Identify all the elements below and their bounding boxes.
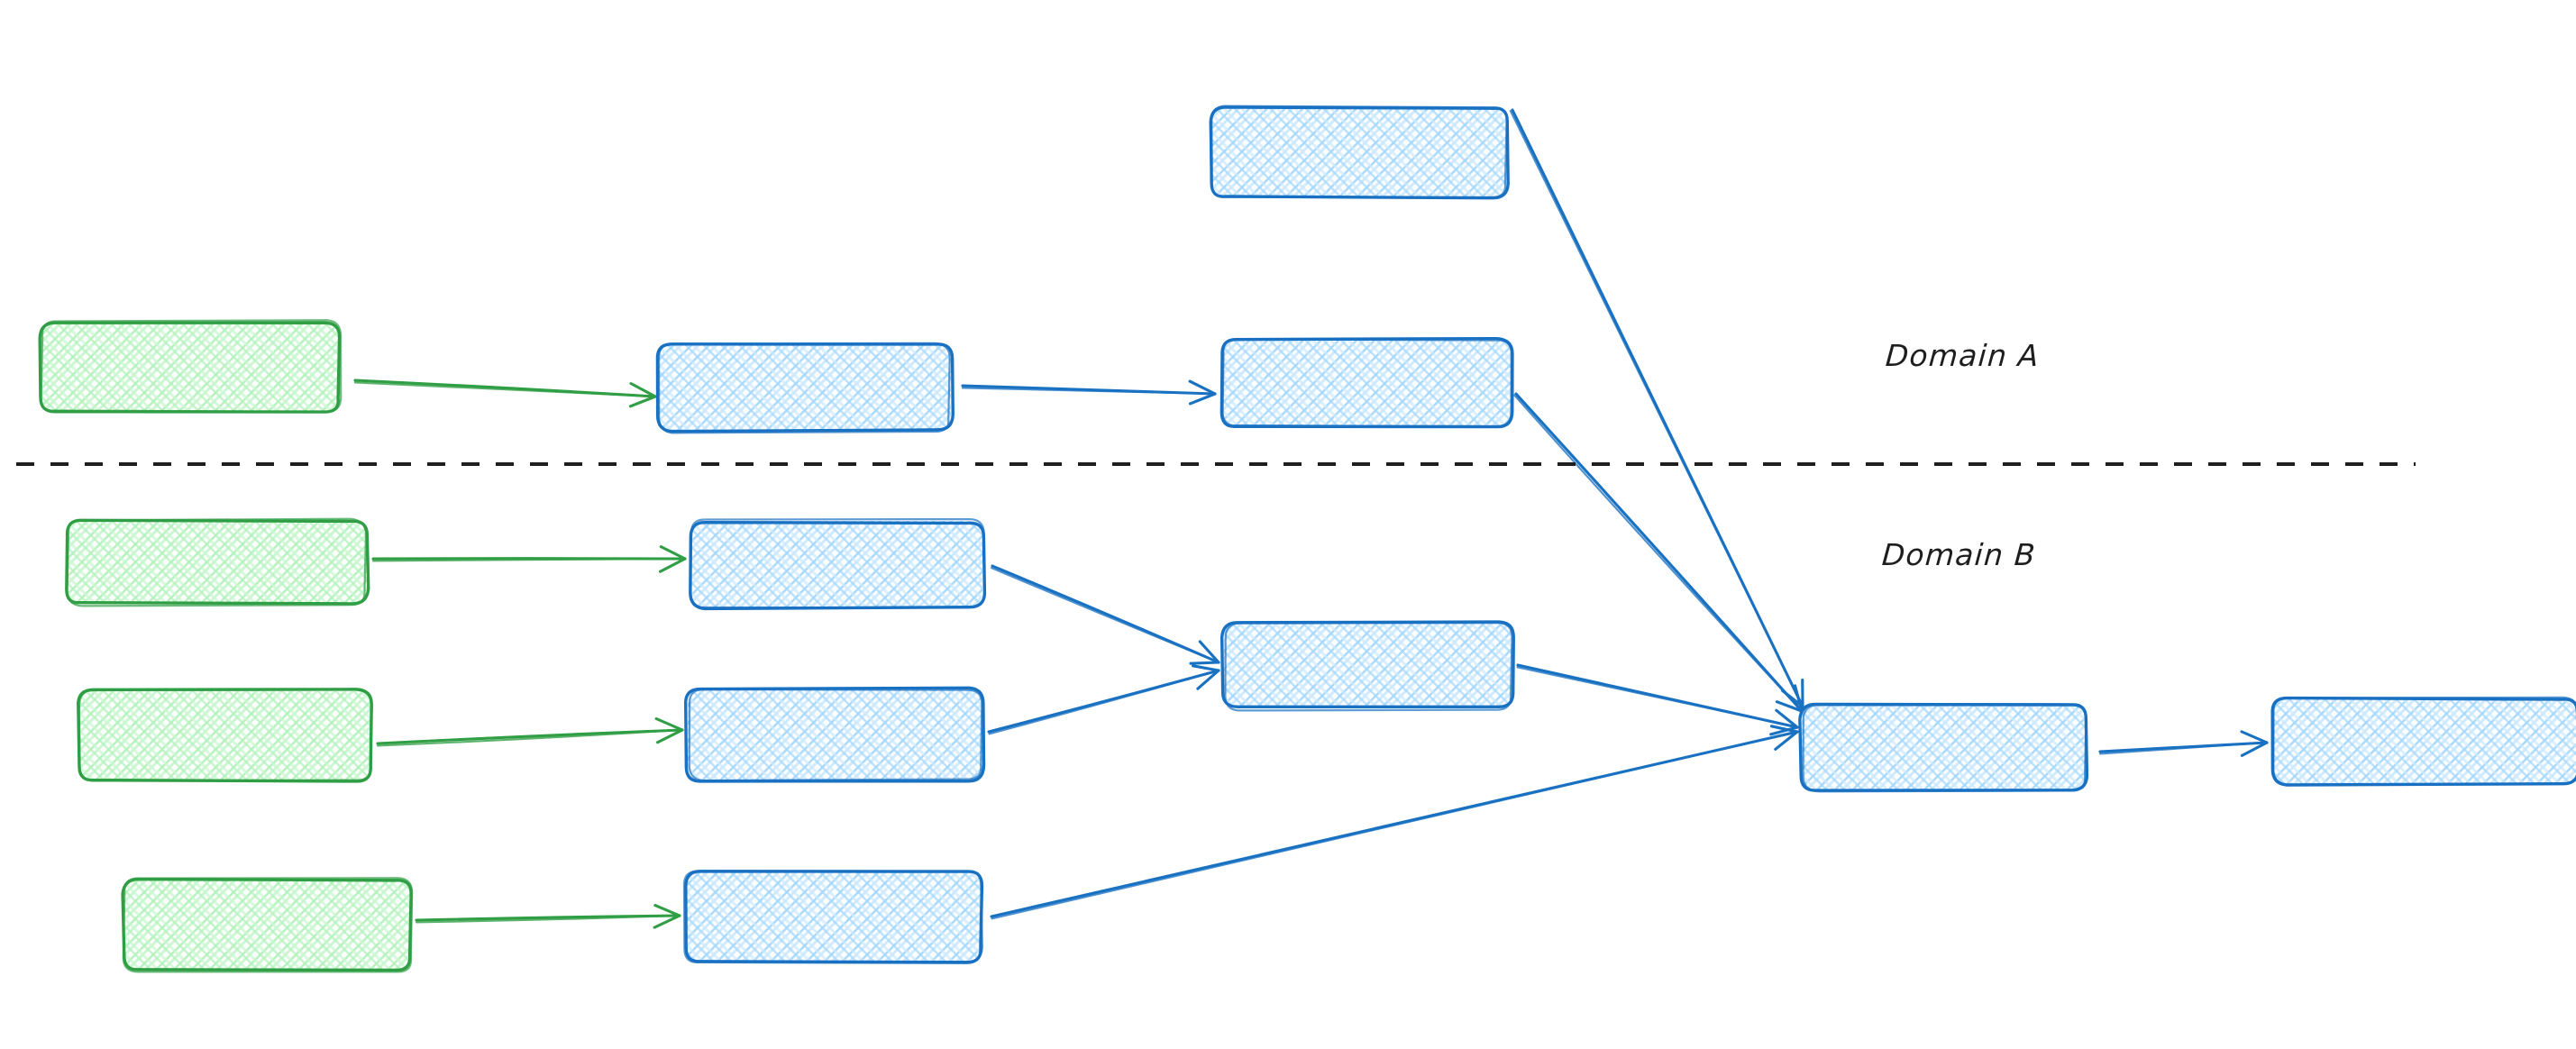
- arrow-head: [659, 545, 687, 561]
- edge-e12[interactable]: [2098, 730, 2269, 757]
- arrow-head: [1793, 684, 1804, 713]
- edge-shaft: [991, 567, 1220, 664]
- arrow-head: [1774, 730, 1799, 751]
- node-outline: [78, 689, 373, 782]
- domain-b-label: Domain B: [1880, 537, 2038, 572]
- arrow-head: [656, 728, 684, 744]
- node-outline: [1802, 704, 2087, 793]
- node-fill: [1212, 106, 1506, 196]
- edge-shaft: [1514, 392, 1804, 713]
- node-fill: [2272, 698, 2576, 785]
- edge-e2[interactable]: [961, 379, 1217, 406]
- edge-shaft: [415, 914, 681, 924]
- edge-e8[interactable]: [991, 564, 1220, 665]
- node-b-src-2[interactable]: [77, 688, 373, 783]
- node-fill: [659, 344, 951, 431]
- arrow-head: [628, 395, 657, 408]
- node-fill: [1221, 340, 1512, 426]
- edge-e6[interactable]: [376, 716, 684, 747]
- node-a-mid-2[interactable]: [1219, 336, 1514, 429]
- arrow-head: [653, 914, 681, 929]
- arrow-head: [653, 904, 681, 917]
- arrow-head: [1192, 664, 1220, 672]
- node-fill: [690, 521, 982, 607]
- edge-e4[interactable]: [1513, 392, 1804, 713]
- node-outline: [1224, 622, 1513, 712]
- node-fill: [685, 872, 982, 962]
- edge-e3[interactable]: [1509, 108, 1804, 708]
- edge-e11[interactable]: [990, 725, 1799, 920]
- node-fill: [1802, 705, 2087, 791]
- arrow-head: [2240, 730, 2269, 744]
- node-b-mid-3[interactable]: [682, 870, 984, 964]
- node-outline: [655, 342, 955, 433]
- edge-e9[interactable]: [987, 664, 1220, 735]
- node-outline: [1219, 620, 1515, 709]
- node-b-agg-1[interactable]: [1219, 620, 1515, 712]
- arrow-head: [629, 382, 657, 398]
- arrow-head: [658, 557, 687, 573]
- node-a-mid-1[interactable]: [655, 342, 955, 434]
- edge-e10[interactable]: [1516, 663, 1799, 736]
- node-outline: [2272, 696, 2576, 786]
- edge-shaft: [988, 669, 1220, 735]
- arrow-head: [1196, 669, 1220, 690]
- node-outline: [682, 870, 983, 964]
- edge-shaft: [353, 381, 657, 398]
- node-b-src-3[interactable]: [121, 877, 414, 973]
- edge-e5[interactable]: [371, 545, 687, 573]
- node-fill: [688, 689, 983, 780]
- arrow-head: [1775, 700, 1804, 713]
- edge-shaft: [991, 730, 1799, 920]
- node-fill: [67, 519, 367, 604]
- arrow-head: [654, 716, 684, 732]
- node-b-src-1[interactable]: [65, 517, 370, 607]
- edge-shaft: [2099, 741, 2269, 755]
- node-outline: [66, 517, 368, 607]
- node-outline: [688, 688, 983, 782]
- node-a-src-1[interactable]: [38, 319, 343, 414]
- edge-e1[interactable]: [353, 379, 657, 408]
- node-outline: [689, 517, 986, 609]
- arrow-head: [1188, 392, 1217, 406]
- edge-layer: [353, 108, 2269, 929]
- arrow-head: [1769, 725, 1799, 736]
- node-fill: [79, 691, 372, 781]
- edge-shaft: [377, 728, 684, 747]
- node-outline: [1221, 338, 1512, 428]
- node-b-agg-2[interactable]: [1798, 702, 2089, 793]
- arrow-head: [1189, 661, 1220, 665]
- edge-shaft: [961, 387, 1217, 396]
- edge-shaft: [1516, 666, 1799, 729]
- node-outline: [657, 342, 951, 434]
- node-outline: [1209, 105, 1508, 198]
- node-b-out-1[interactable]: [2270, 696, 2576, 787]
- node-outline: [122, 877, 414, 973]
- arrow-head: [1769, 725, 1799, 734]
- node-fill: [41, 323, 341, 413]
- node-outline: [684, 686, 986, 783]
- arrow-head: [1775, 708, 1799, 729]
- node-a-top-1[interactable]: [1209, 105, 1510, 200]
- domain-a-label: Domain A: [1884, 338, 2042, 373]
- edge-shaft: [371, 557, 687, 562]
- edge-shaft: [1509, 110, 1804, 708]
- arrow-head: [1198, 640, 1220, 664]
- edge-shaft: [1513, 394, 1804, 713]
- node-b-mid-1[interactable]: [689, 517, 987, 611]
- arrow-head: [1188, 379, 1217, 396]
- arrow-head: [2240, 741, 2269, 757]
- node-fill: [123, 879, 412, 971]
- node-outline: [40, 319, 343, 414]
- node-layer: [38, 105, 2576, 973]
- node-b-mid-2[interactable]: [684, 686, 986, 783]
- node-fill: [1224, 622, 1512, 708]
- edge-e7[interactable]: [415, 904, 681, 929]
